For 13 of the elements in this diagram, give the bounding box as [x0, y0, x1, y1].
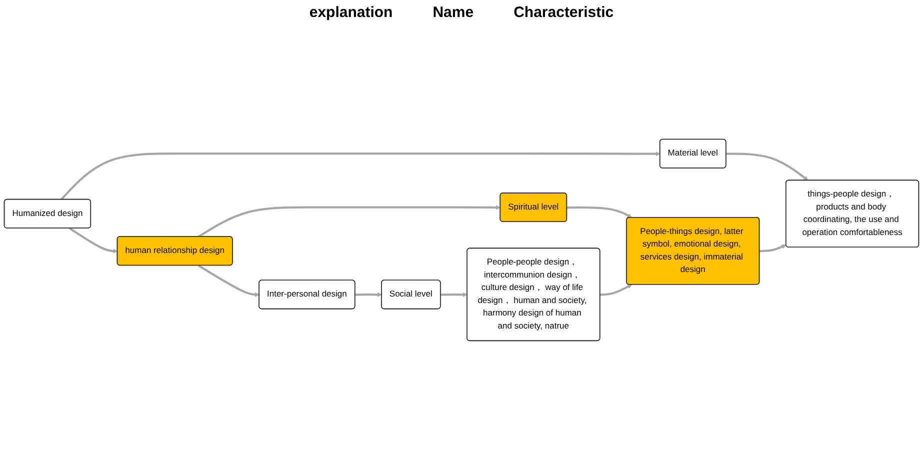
- arrow: [68, 227, 118, 254]
- arrow: [760, 244, 786, 252]
- column-heading: explanation: [309, 4, 393, 21]
- arrow: [726, 152, 808, 181]
- arrow: [440, 292, 468, 297]
- column-heading: Name: [432, 4, 474, 21]
- arrow: [60, 152, 660, 200]
- arrow: [566, 206, 632, 218]
- arrow: [600, 284, 632, 296]
- arrow: [355, 292, 382, 297]
- arrow: [198, 264, 260, 297]
- column-heading: Characteristic: [514, 4, 614, 21]
- arrow: [198, 205, 501, 238]
